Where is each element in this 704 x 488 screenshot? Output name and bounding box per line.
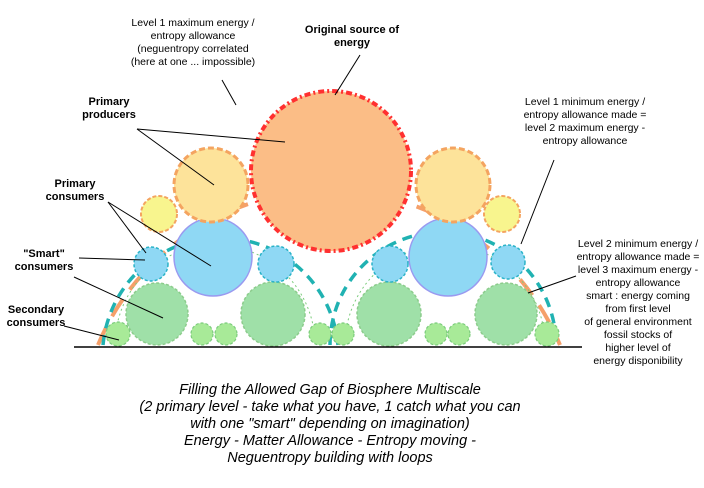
label-line: from first level	[605, 303, 671, 315]
secondary-consumer-circle	[240, 281, 306, 347]
label-line: consumers	[14, 261, 74, 273]
caption-line: (2 primary level - take what you have, 1…	[139, 399, 521, 415]
label-line: level 3 maximum energy -	[577, 264, 699, 276]
smart-consumers-label: "Smart" consumers	[8, 248, 80, 274]
leader-line	[78, 257, 146, 261]
label-line: entropy allowance	[542, 135, 628, 147]
caption-line: Energy - Matter Allowance - Entropy movi…	[184, 433, 476, 449]
leader-line	[73, 276, 164, 319]
tiny-consumer-circle	[424, 322, 448, 346]
label-line: entropy allowance made =	[576, 251, 700, 263]
level1-max-label: Level 1 maximum energy / entropy allowan…	[118, 17, 268, 69]
leader-line	[136, 128, 286, 143]
label-line: energy disponibility	[593, 355, 683, 367]
label-line: fossil stocks of	[603, 329, 673, 341]
original-source-label: Original source of energy	[297, 24, 407, 50]
small-producer-circle	[483, 195, 521, 233]
label-line: consumers	[6, 317, 66, 329]
smart-consumer-circle	[133, 246, 169, 282]
tiny-consumer-circle	[534, 321, 560, 347]
smart-consumer-circle	[371, 245, 409, 283]
leader-line	[221, 79, 237, 106]
label-line: entropy allowance	[595, 277, 681, 289]
tiny-consumer-circle	[214, 322, 238, 346]
level1-min-label: Level 1 minimum energy / entropy allowan…	[505, 96, 665, 148]
label-line: smart : energy coming	[586, 290, 690, 302]
label-line: level 2 maximum energy -	[524, 122, 646, 134]
leader-line	[63, 325, 120, 341]
smart-consumer-circle	[490, 244, 526, 280]
label-line: "Smart"	[23, 248, 65, 260]
primary-producer-circle	[414, 146, 492, 224]
label-line: entropy allowance made =	[523, 109, 647, 121]
label-line: Primary	[88, 96, 130, 108]
leader-lines	[63, 54, 577, 341]
primary-producers-label: Primary producers	[74, 96, 144, 122]
label-line: Level 1 minimum energy /	[524, 96, 646, 108]
caption-line: Filling the Allowed Gap of Biosphere Mul…	[179, 382, 481, 398]
tiny-consumer-circle	[308, 322, 332, 346]
leader-line	[107, 201, 147, 254]
primary-consumers-label: Primary consumers	[35, 178, 115, 204]
caption-line: Neguentropy building with loops	[227, 450, 433, 466]
tiny-consumer-circle	[190, 322, 214, 346]
original-source-circle	[249, 89, 413, 253]
label-line: Secondary	[7, 304, 65, 316]
leader-line	[136, 128, 215, 186]
label-line: energy	[333, 37, 371, 49]
leader-line	[107, 201, 212, 267]
label-line: Level 2 minimum energy /	[577, 238, 699, 250]
label-line: of general environment	[584, 316, 692, 328]
label-line: Level 1 maximum energy /	[131, 17, 255, 29]
tiny-consumer-circle	[105, 321, 131, 347]
tiny-consumer-circle	[447, 322, 471, 346]
label-line: consumers	[45, 191, 105, 203]
label-line: Primary	[54, 178, 96, 190]
secondary-consumers-label: Secondary consumers	[0, 304, 72, 330]
primary-producer-circle	[172, 146, 250, 224]
leader-line	[334, 54, 361, 96]
label-line: Original source of	[304, 24, 400, 36]
secondary-consumer-circle	[356, 281, 422, 347]
label-line: producers	[82, 109, 136, 121]
secondary-consumer-circle	[474, 282, 538, 346]
primary-consumer-circle	[173, 217, 253, 297]
caption-line: with one "smart" depending on imaginatio…	[190, 416, 470, 432]
leader-line	[527, 275, 577, 294]
level2-min-label: Level 2 minimum energy / entropy allowan…	[563, 238, 704, 368]
smart-consumer-circle	[257, 245, 295, 283]
tiny-consumer-circle	[331, 322, 355, 346]
leader-line	[520, 159, 555, 245]
secondary-consumer-circle	[125, 282, 189, 346]
small-producer-circle	[140, 195, 178, 233]
label-line: entropy allowance	[150, 30, 236, 42]
primary-consumer-circle	[408, 217, 488, 297]
label-line: (neguentropy correlated	[137, 43, 249, 55]
label-line: higher level of	[605, 342, 671, 354]
label-line: (here at one ... impossible)	[130, 56, 256, 68]
